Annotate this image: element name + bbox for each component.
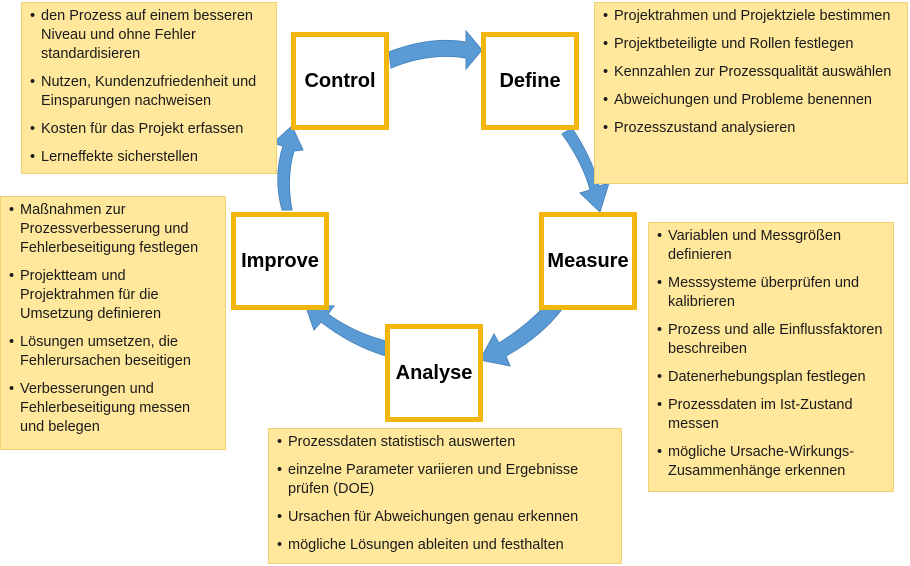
note-measure-item: Variablen und Messgrößen definieren bbox=[657, 227, 885, 265]
phase-define: Define bbox=[481, 32, 579, 130]
note-control-item: den Prozess auf einem besseren Niveau un… bbox=[30, 7, 268, 64]
note-define-item: Abweichungen und Probleme benennen bbox=[603, 91, 899, 110]
note-analyse-item: Prozessdaten statistisch auswerten bbox=[277, 433, 613, 452]
phase-improve: Improve bbox=[231, 212, 329, 310]
note-define-item: Prozesszustand analysieren bbox=[603, 119, 899, 138]
note-analyse-item: Ursachen für Abweichungen genau erkennen bbox=[277, 508, 613, 527]
note-improve-item: Lösungen umsetzen, die Fehlerursachen be… bbox=[9, 333, 217, 371]
note-measure-item: Messsysteme überprüfen und kalibrieren bbox=[657, 274, 885, 312]
note-measure-item: Prozessdaten im Ist-Zustand messen bbox=[657, 396, 885, 434]
arrow-measure-to-analyse bbox=[479, 297, 564, 367]
phase-control-label: Control bbox=[304, 69, 376, 92]
note-improve: Maßnahmen zur Prozessverbesserung und Fe… bbox=[0, 196, 226, 450]
phase-analyse: Analyse bbox=[385, 324, 483, 422]
note-control-item: Lerneffekte sicherstellen bbox=[30, 148, 268, 167]
phase-measure-label: Measure bbox=[547, 249, 629, 272]
phase-control: Control bbox=[291, 32, 389, 130]
arrow-analyse-to-improve bbox=[304, 303, 391, 357]
note-measure: Variablen und Messgrößen definieren Mess… bbox=[648, 222, 894, 492]
note-define-item: Projektbeteiligte und Rollen festlegen bbox=[603, 35, 899, 54]
phase-measure: Measure bbox=[539, 212, 637, 310]
note-define-item: Projektrahmen und Projektziele bestimmen bbox=[603, 7, 899, 26]
phase-improve-label: Improve bbox=[241, 249, 319, 272]
note-define-item: Kennzahlen zur Prozessqualität auswählen bbox=[603, 63, 899, 82]
phase-analyse-label: Analyse bbox=[395, 361, 473, 384]
phase-define-label: Define bbox=[499, 69, 561, 92]
note-improve-item: Maßnahmen zur Prozessverbesserung und Fe… bbox=[9, 201, 217, 258]
note-analyse: Prozessdaten statistisch auswerten einze… bbox=[268, 428, 622, 564]
arrow-improve-to-control bbox=[272, 125, 304, 211]
note-measure-item: mögliche Ursache-Wirkungs-Zusammenhänge … bbox=[657, 443, 885, 481]
note-measure-item: Prozess und alle Einflussfaktoren beschr… bbox=[657, 321, 885, 359]
note-improve-item: Verbesserungen und Fehlerbeseitigung mes… bbox=[9, 380, 217, 437]
note-analyse-item: einzelne Parameter variieren und Ergebni… bbox=[277, 461, 613, 499]
arrow-control-to-define bbox=[388, 29, 483, 71]
note-define: Projektrahmen und Projektziele bestimmen… bbox=[594, 2, 908, 184]
note-control-item: Kosten für das Projekt erfassen bbox=[30, 120, 268, 139]
note-control: den Prozess auf einem besseren Niveau un… bbox=[21, 2, 277, 174]
note-improve-item: Projektteam und Projektrahmen für die Um… bbox=[9, 267, 217, 324]
note-control-item: Nutzen, Kundenzufriedenheit und Einsparu… bbox=[30, 73, 268, 111]
note-analyse-item: mögliche Lösungen ableiten und festhalte… bbox=[277, 536, 613, 555]
note-measure-item: Datenerhebungsplan festlegen bbox=[657, 368, 885, 387]
